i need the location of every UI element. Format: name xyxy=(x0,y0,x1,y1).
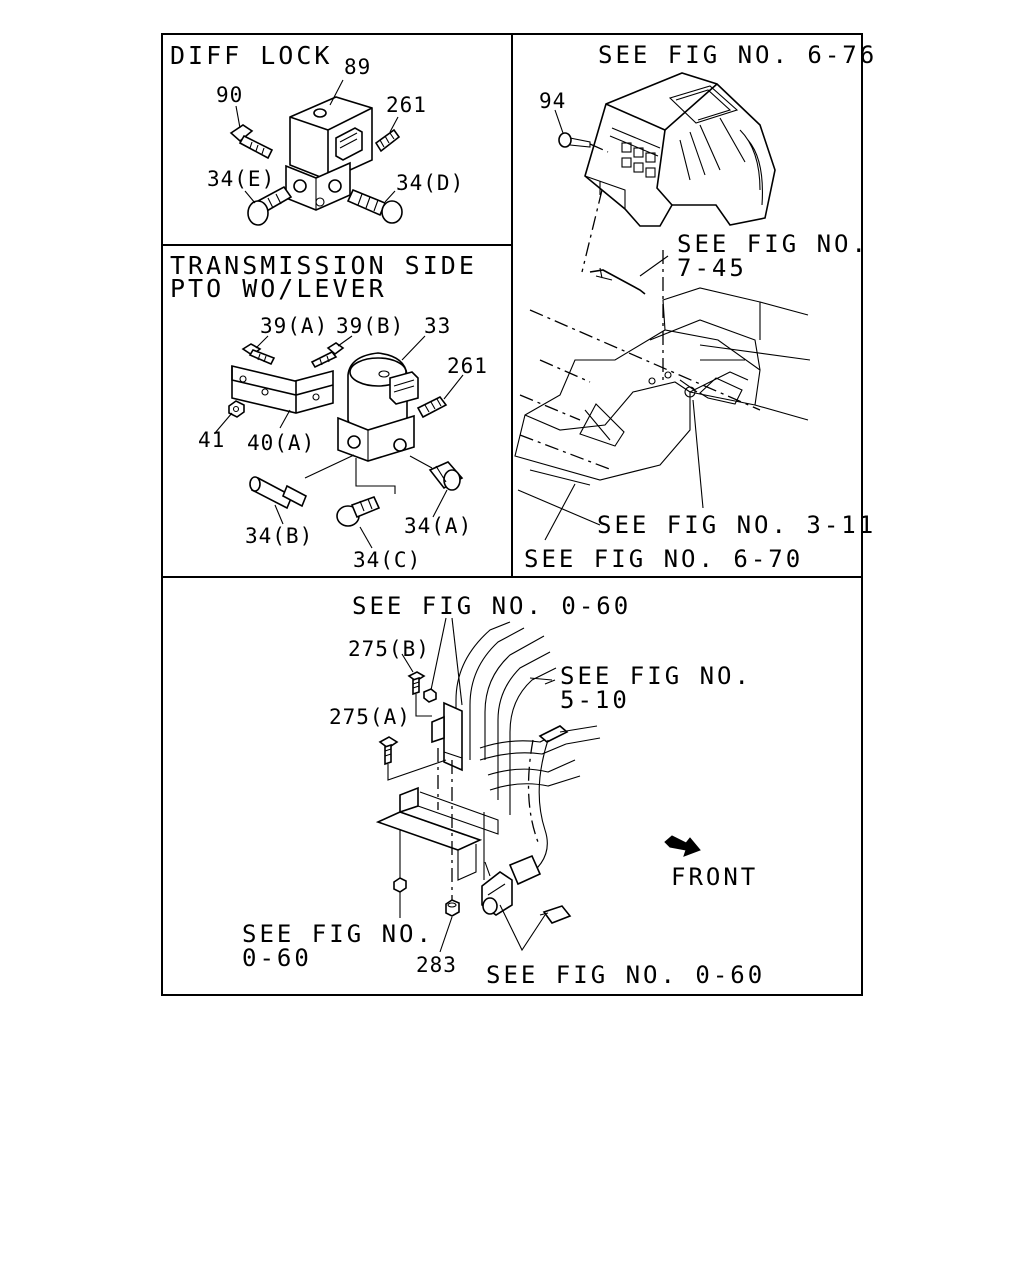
panel-frames xyxy=(161,33,863,996)
ref-fig-3-11: SEE FIG NO. 3-11 xyxy=(597,511,876,539)
bracket-40a xyxy=(231,364,334,414)
ref-fig-0-60-bottom: SEE FIG NO. 0-60 xyxy=(486,961,765,989)
cab-floor-structure xyxy=(514,287,811,526)
label-34d: 34(D) xyxy=(396,171,464,195)
label-275b: 275(B) xyxy=(348,637,430,661)
bolt-39b xyxy=(310,342,345,369)
ref-fig-0-60-left-line1: SEE FIG NO. xyxy=(242,920,434,948)
label-front: FRONT xyxy=(671,863,758,891)
label-283: 283 xyxy=(416,953,457,977)
transmission-title-line1: TRANSMISSION SIDE xyxy=(170,251,477,280)
label-90: 90 xyxy=(216,83,243,107)
ref-fig-6-76: SEE FIG NO. 6-76 xyxy=(598,41,877,69)
label-41: 41 xyxy=(198,428,225,452)
bolt-275a xyxy=(378,736,399,766)
label-40a: 40(A) xyxy=(247,431,315,455)
ref-fig-5-10-line1: SEE FIG NO. xyxy=(560,662,752,690)
diff-lock-title: DIFF LOCK xyxy=(170,41,332,70)
fitting-34e xyxy=(247,185,293,226)
transmission-leaders xyxy=(214,335,464,549)
front-arrow-icon xyxy=(664,835,701,857)
label-89: 89 xyxy=(344,55,371,79)
ref-fig-7-45-line1: SEE FIG NO. xyxy=(677,230,869,258)
diff-lock-solenoid-valve xyxy=(229,96,403,226)
label-34a: 34(A) xyxy=(404,514,472,538)
nut-283 xyxy=(445,899,460,917)
ref-fig-6-70: SEE FIG NO. 6-70 xyxy=(524,545,803,573)
fitting-261 xyxy=(374,128,401,153)
screw-94 xyxy=(558,132,591,148)
fitting-34a xyxy=(428,461,464,491)
fitting-34c xyxy=(336,495,381,527)
label-34e: 34(E) xyxy=(207,167,275,191)
panel-frame-mounting: SEE FIG NO. 0-60 SEE FIG NO. 5-10 SEE FI… xyxy=(242,592,765,989)
label-261-diff: 261 xyxy=(386,93,427,117)
wiring-harness xyxy=(479,725,601,881)
ref-fig-5-10-line2: 5-10 xyxy=(560,686,630,714)
frame-rails xyxy=(455,621,557,815)
nut-41 xyxy=(228,400,245,418)
transmission-title-line2: PTO WO/LEVER xyxy=(170,274,387,303)
fitting-261-pto xyxy=(416,395,448,419)
bolt-275b xyxy=(407,671,426,696)
mounting-bracket xyxy=(375,701,499,881)
panel-cab-console: SEE FIG NO. 6-76 SEE FIG NO. 7-45 SEE FI… xyxy=(514,41,877,573)
tee-fitting-34b xyxy=(249,476,308,510)
label-39a: 39(A) xyxy=(260,314,328,338)
label-33: 33 xyxy=(424,314,451,338)
label-34c: 34(C) xyxy=(353,548,421,572)
label-94: 94 xyxy=(539,89,566,113)
panel-diff-lock: DIFF LOCK xyxy=(170,41,464,226)
bolt-39a xyxy=(241,343,276,366)
center-console xyxy=(584,72,776,227)
ref-fig-0-60-left-line2: 0-60 xyxy=(242,944,312,972)
ref-fig-7-45-line2: 7-45 xyxy=(677,254,747,282)
switch-assembly-lower xyxy=(481,854,572,924)
diff-lock-leaders xyxy=(235,79,399,204)
pto-solenoid-assembly xyxy=(228,342,464,527)
bolt-90 xyxy=(229,124,274,160)
frame-leaders xyxy=(387,617,553,953)
label-261-pto: 261 xyxy=(447,354,488,378)
label-34b: 34(B) xyxy=(245,524,313,548)
label-275a: 275(A) xyxy=(329,705,411,729)
fitting-34d xyxy=(346,188,403,224)
label-39b: 39(B) xyxy=(336,314,404,338)
ref-fig-0-60-top: SEE FIG NO. 0-60 xyxy=(352,592,631,620)
panel-transmission-side: TRANSMISSION SIDE PTO WO/LEVER xyxy=(170,251,488,572)
